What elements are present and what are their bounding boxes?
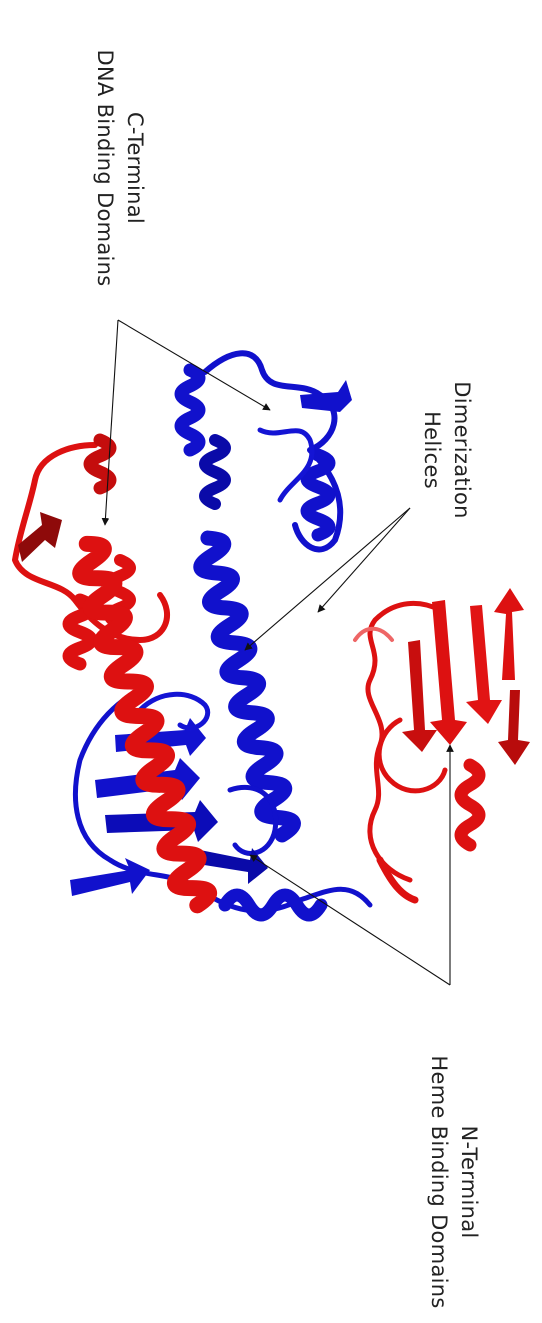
n-terminal-arrow-to-blue <box>250 855 450 985</box>
dimerization-label-line2: Helices <box>420 411 444 489</box>
red-hbd-strand-5 <box>498 690 530 765</box>
red-hbd-loop-3 <box>355 629 392 640</box>
blue-dimerization-helix <box>194 535 295 839</box>
c-terminal-label-line2: DNA Binding Domains <box>93 49 117 286</box>
dimerization-label-line1: Dimerization <box>450 381 474 519</box>
n-terminal-label-line2: Heme Binding Domains <box>427 1055 451 1308</box>
blue-dbd-helix-3 <box>205 440 225 504</box>
blue-heme-binding-domain <box>70 690 370 915</box>
red-hbd-helix <box>461 765 479 845</box>
c-terminal-arrow-to-blue <box>118 320 270 410</box>
red-hbd-strand-1 <box>430 600 467 745</box>
n-terminal-label-line1: N-Terminal <box>457 1125 481 1238</box>
dimerization-label: Dimerization Helices <box>420 381 474 519</box>
c-terminal-label-line1: C-Terminal <box>123 112 147 224</box>
blue-dbd-loop-2 <box>260 430 312 500</box>
blue-dbd-strand <box>300 380 352 412</box>
c-terminal-label: C-Terminal DNA Binding Domains <box>93 49 147 286</box>
blue-dbd-helix-1 <box>181 370 199 450</box>
n-terminal-label: N-Terminal Heme Binding Domains <box>427 1055 481 1308</box>
red-heme-binding-domain <box>355 588 530 900</box>
blue-hbd-strand-4 <box>70 858 150 896</box>
red-hbd-strand-3 <box>494 588 524 680</box>
red-hbd-strand-4 <box>402 640 437 752</box>
blue-dna-binding-domain <box>181 353 352 549</box>
c-terminal-arrow-to-red <box>105 320 118 525</box>
red-hbd-strand-2 <box>466 605 502 724</box>
